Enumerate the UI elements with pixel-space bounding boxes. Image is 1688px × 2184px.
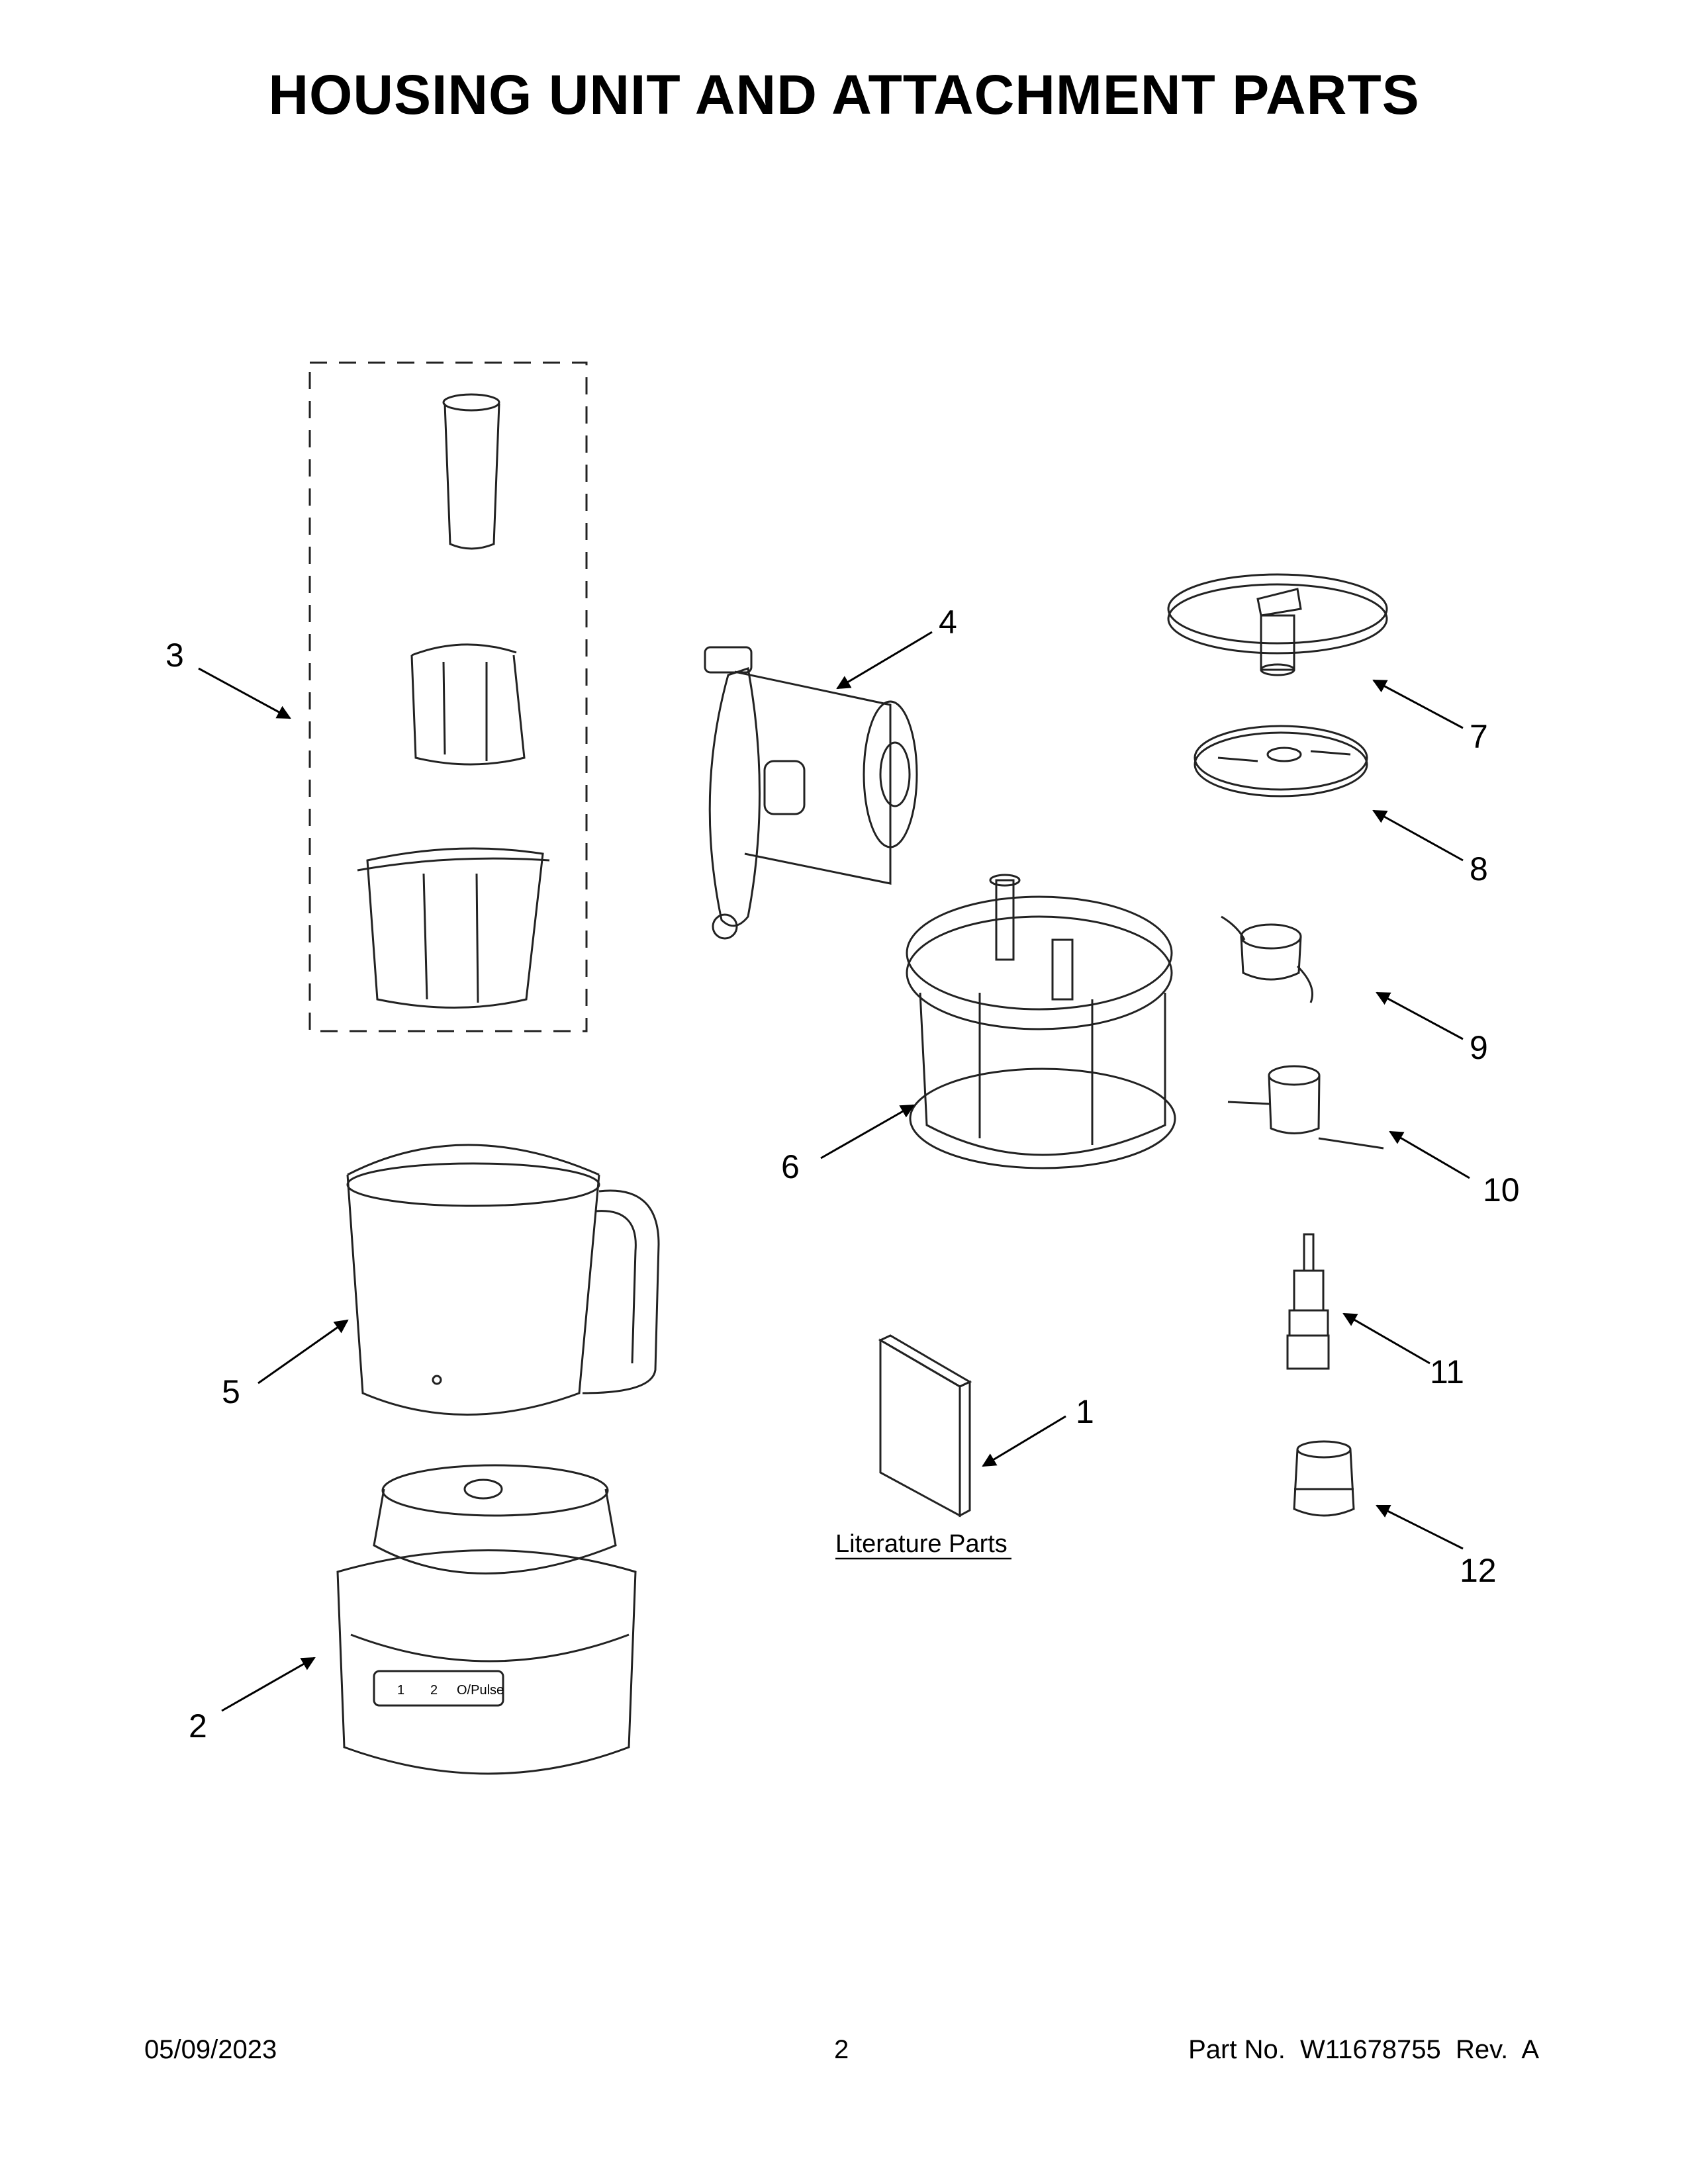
callout-8: 8 <box>1470 850 1488 887</box>
callout-7: 7 <box>1470 718 1488 755</box>
part-12-coupler <box>1293 1440 1355 1517</box>
leader-10 <box>1389 1130 1470 1179</box>
callout-11: 11 <box>1430 1353 1464 1390</box>
footer-page-number: 2 <box>834 2035 849 2064</box>
footer-part-number: Part No. W11678755 Rev. A <box>1188 2035 1539 2064</box>
control-button-pulse: O/Pulse <box>457 1683 504 1698</box>
leader-12 <box>1376 1504 1464 1550</box>
leader-4 <box>836 631 933 690</box>
callout-4: 4 <box>939 604 957 641</box>
callout-1: 1 <box>1076 1393 1094 1430</box>
part-5-work-bowl <box>346 1144 660 1416</box>
leader-9 <box>1376 991 1464 1040</box>
part-1-literature <box>878 1334 972 1518</box>
part-11-drive-adapter <box>1286 1233 1330 1370</box>
callout-10: 10 <box>1483 1171 1520 1208</box>
control-button-2: 2 <box>430 1683 438 1698</box>
leader-8 <box>1372 809 1464 862</box>
leader-11 <box>1342 1312 1430 1365</box>
leader-2 <box>221 1657 316 1712</box>
leader-1 <box>982 1415 1066 1467</box>
leader-6 <box>820 1104 915 1160</box>
part-4-lid <box>704 646 918 940</box>
leader-7 <box>1372 679 1464 729</box>
part-7-slicing-disc <box>1167 573 1388 676</box>
part-6-bowl-adapter <box>906 874 1176 1169</box>
footer-date: 05/09/2023 <box>144 2035 277 2064</box>
callout-6: 6 <box>781 1148 800 1185</box>
leader-5 <box>258 1319 349 1385</box>
part-9-dough-blade <box>1221 915 1313 1003</box>
page-title: HOUSING UNIT AND ATTACHMENT PARTS <box>268 64 1420 126</box>
callout-12: 12 <box>1460 1552 1497 1589</box>
part-2-base-unit <box>336 1464 637 1775</box>
leader-3 <box>198 667 291 719</box>
callout-2: 2 <box>189 1707 207 1745</box>
literature-parts-label: Literature Parts <box>835 1530 1008 1558</box>
control-button-1: 1 <box>397 1683 404 1698</box>
callout-leaders <box>198 631 1470 1712</box>
callout-3: 3 <box>165 637 184 674</box>
part-10-multipurpose-blade <box>1227 1065 1384 1150</box>
callout-5: 5 <box>222 1373 240 1410</box>
part-8-shredding-disc <box>1194 725 1368 797</box>
part-3-feed-tube-set <box>308 361 588 1032</box>
callout-9: 9 <box>1470 1029 1488 1066</box>
